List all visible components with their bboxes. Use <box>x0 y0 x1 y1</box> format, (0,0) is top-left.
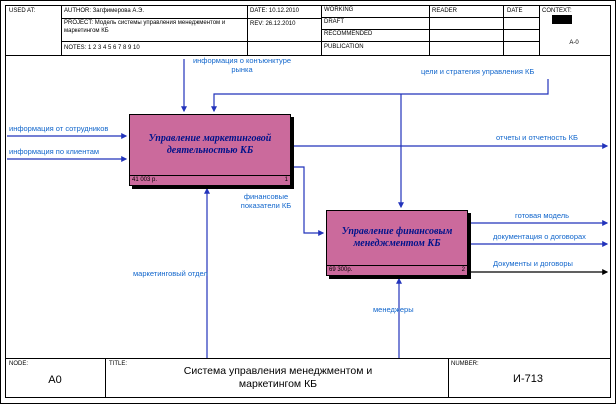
footer-separator <box>5 358 611 359</box>
activity-title: Управление маркетинговой деятельностью К… <box>148 132 272 157</box>
status-working: WORKING <box>324 7 354 13</box>
label-input-clients: информация по клиентам <box>9 147 100 156</box>
activity-strip: 41 003 р. 1 <box>130 175 290 185</box>
status-draft: DRAFT <box>324 19 344 25</box>
status-publication: PUBLICATION <box>324 44 364 50</box>
notes-row: NOTES: 1 2 3 4 5 6 7 8 9 10 <box>64 45 140 51</box>
context-node: A-0 <box>569 40 579 46</box>
footer-line <box>448 358 449 397</box>
activity-number: 2 <box>461 266 465 273</box>
node-value: A0 <box>48 374 62 386</box>
node-label: NODE: <box>9 361 29 367</box>
header-line <box>321 41 539 42</box>
reader-label: READER <box>432 8 458 14</box>
header-line <box>61 18 321 19</box>
date-label: DATE: <box>250 8 268 14</box>
header-line <box>61 5 62 55</box>
author-label: AUTHOR: <box>64 8 91 14</box>
label-mechanism-managers: менеджеры <box>373 305 414 314</box>
sheet-frame <box>5 5 611 398</box>
rev-label: REV: <box>250 21 264 27</box>
footer-line <box>105 358 106 397</box>
header-line <box>321 5 322 55</box>
activity-box-finance[interactable]: Управление финансовым менеджментом КБ 69… <box>326 210 468 276</box>
activity-number: 1 <box>284 176 288 183</box>
author-row: AUTHOR: Загфимерова А.Э. <box>64 8 144 14</box>
project-row: PROJECT: Модель системы управления менед… <box>64 20 244 35</box>
arrow-control-goals-box1 <box>211 79 549 113</box>
header-line <box>321 29 539 30</box>
header-line <box>429 5 430 55</box>
activity-title: Управление финансовым менеджментом КБ <box>341 225 453 250</box>
label-output-reports: отчеты и отчетность КБ <box>496 133 578 142</box>
reader-date-label: DATE <box>507 8 523 14</box>
header-line <box>61 41 321 42</box>
arrow-flow-financial <box>292 166 325 236</box>
notes-numbers: 1 2 3 4 5 6 7 8 9 10 <box>88 45 140 51</box>
header-line <box>539 5 540 55</box>
status-recommended: RECOMMENDED <box>324 31 373 37</box>
header-line <box>247 5 248 55</box>
number-value: И-713 <box>513 373 543 385</box>
title-label: TITLE: <box>109 361 128 367</box>
notes-label: NOTES: <box>64 45 87 51</box>
activity-cost: 41 003 р. <box>132 176 158 183</box>
number-label: NUMBER: <box>451 361 479 367</box>
label-control-market-info: информация о конъюнктуре рынка <box>192 56 292 74</box>
rev-row: REV: 26.12.2010 <box>250 21 295 27</box>
diagram-title: Система управления менеджментом и маркет… <box>183 365 373 390</box>
date-value: 10.12.2010 <box>268 8 299 14</box>
rev-value: 26.12.2010 <box>265 21 296 27</box>
context-label: CONTEXT: <box>542 8 572 14</box>
used-at-label: USED AT: <box>9 8 36 14</box>
label-mechanism-marketing: маркетинговый отдел <box>133 269 208 278</box>
label-flow-financial: финансовые показатели КБ <box>240 192 292 210</box>
label-output-docs-contracts: документация о договорах <box>493 232 586 241</box>
author-value: Загфимерова А.Э. <box>92 8 145 14</box>
context-thumbnail <box>552 15 572 24</box>
activity-box-marketing[interactable]: Управление маркетинговой деятельностью К… <box>129 114 291 186</box>
header-line <box>321 17 539 18</box>
label-input-staff: информация от сотрудников <box>9 124 109 133</box>
label-control-goals: цели и стратегия управления КБ <box>421 67 535 76</box>
header-separator <box>5 55 611 56</box>
header-line <box>503 5 504 55</box>
activity-cost: 69 300р. <box>329 266 353 273</box>
label-output-model: готовая модель <box>515 211 570 220</box>
activity-strip: 69 300р. 2 <box>327 265 467 275</box>
project-label: PROJECT: <box>64 20 94 26</box>
project-value: Модель системы управления менеджментом и… <box>64 20 226 34</box>
date-row: DATE: 10.12.2010 <box>250 8 299 14</box>
label-output-documents: Документы и договоры <box>493 259 573 268</box>
